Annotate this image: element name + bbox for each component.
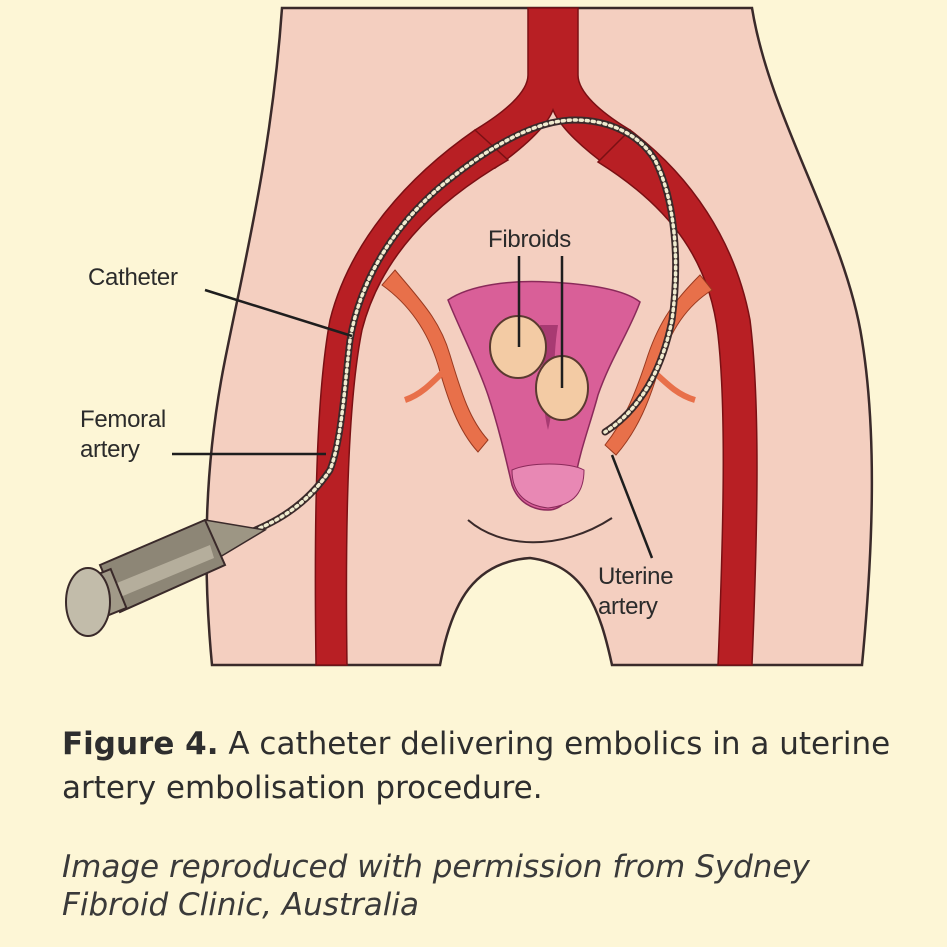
femoral-artery-label-line2: artery xyxy=(80,436,140,463)
femoral-artery-left xyxy=(314,129,510,666)
uterine-artery-label-line1: Uterine xyxy=(598,563,674,590)
syringe xyxy=(65,518,268,637)
uterine-artery-label-line2: artery xyxy=(598,593,658,620)
catheter-beads xyxy=(213,118,678,547)
femoral-artery-label: Femoral artery xyxy=(80,405,210,465)
image-credit: Image reproduced with permission from Sy… xyxy=(62,849,810,923)
catheter-label: Catheter xyxy=(88,264,178,291)
uterine-artery-label: Uterine artery xyxy=(598,562,718,622)
uterine-leader xyxy=(610,454,654,559)
figure-caption: Figure 4. A catheter delivering embolics… xyxy=(62,722,922,810)
uterine-artery-branch-left xyxy=(381,269,489,453)
crotch-crease xyxy=(467,517,613,544)
femoral-artery-label-line1: Femoral xyxy=(80,406,166,433)
fibroids-label: Fibroids xyxy=(488,226,571,253)
catheter-leader xyxy=(204,288,353,338)
uterine-artery-twig-left xyxy=(403,367,448,403)
cervix xyxy=(511,463,585,509)
aorta xyxy=(474,7,631,170)
femoral-artery-right xyxy=(596,129,758,666)
embolisation-diagram xyxy=(65,6,874,667)
caption-text: A catheter delivering embolics in a uter… xyxy=(62,726,891,806)
figure-number: Figure 4. xyxy=(62,726,219,762)
